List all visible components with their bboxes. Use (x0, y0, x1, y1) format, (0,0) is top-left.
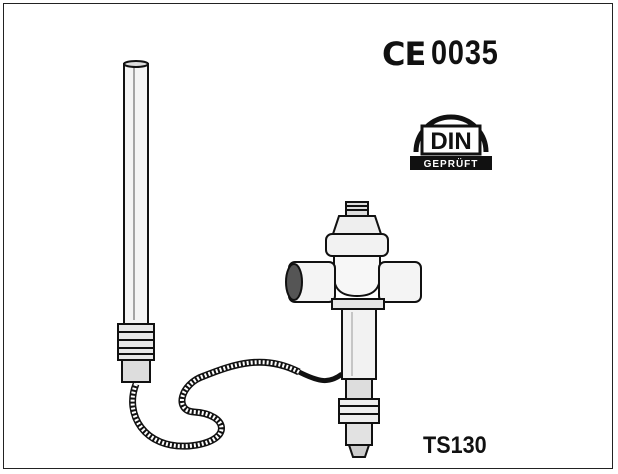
thermostatic-valve-drawing (117, 60, 422, 458)
ce-mark-icon: CE (382, 34, 426, 73)
din-logo-text: DIN (430, 128, 471, 155)
ce-certification: CE 0035 (382, 34, 511, 73)
sensor-tube (123, 63, 149, 325)
valve-stem (341, 308, 377, 380)
din-logo-subtext: GEPRÜFT (424, 157, 479, 170)
document-frame: CE 0035 DIN GEPRÜFT (3, 3, 613, 469)
din-geprueft-logo-icon: DIN GEPRÜFT (410, 114, 492, 170)
notified-body-number: 0035 (431, 34, 500, 72)
valve-housing (333, 255, 381, 298)
capillary-hose (129, 358, 301, 450)
product-model-label: TS130 (423, 432, 487, 459)
